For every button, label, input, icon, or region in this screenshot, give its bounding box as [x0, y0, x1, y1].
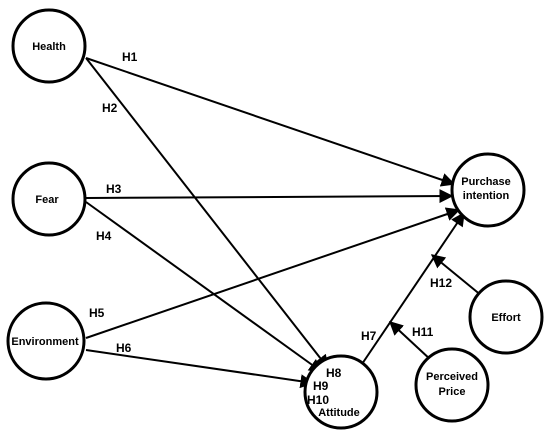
edge-label-h12: H12	[430, 276, 452, 290]
edge-label-h4: H4	[96, 229, 112, 243]
node-health-label: Health	[32, 41, 66, 53]
edge-h12	[430, 254, 483, 297]
node-effort: Effort	[468, 279, 544, 355]
edge-label-h1: H1	[122, 50, 138, 64]
node-perceived-price-label-line1: Perceived	[426, 371, 478, 383]
edge-label-h3: H3	[106, 182, 122, 196]
edges	[85, 57, 483, 389]
node-attitude-label: Attitude	[318, 407, 360, 419]
node-health: Health	[11, 8, 87, 84]
edge-labels: H1 H2 H3 H4 H5 H6 H7 H11 H12	[89, 50, 452, 355]
attitude-hypothesis-h8: H8	[326, 366, 342, 380]
edge-h2	[85, 57, 329, 370]
node-purchase-intention-shape	[450, 152, 526, 228]
edge-h6	[85, 349, 315, 389]
edge-h7	[361, 211, 465, 365]
node-attitude-shape	[303, 354, 379, 430]
edge-label-h2: H2	[102, 101, 118, 115]
edge-label-h5: H5	[89, 306, 105, 320]
node-environment: Environment	[6, 301, 86, 381]
node-perceived-price: Perceived Price	[414, 347, 490, 423]
node-effort-shape	[468, 279, 544, 355]
node-purchase-intention: Purchase intention	[450, 152, 526, 228]
node-purchase-intention-label-line2: intention	[463, 190, 510, 202]
edge-label-h6: H6	[116, 341, 132, 355]
edge-label-h7: H7	[361, 329, 377, 343]
node-fear: Fear	[11, 161, 87, 237]
attitude-hypothesis-h9: H9	[313, 379, 329, 393]
edge-label-h11: H11	[412, 325, 434, 339]
node-perceived-price-shape	[414, 347, 490, 423]
edge-h1	[85, 57, 456, 187]
attitude-hypothesis-h10: H10	[307, 393, 329, 407]
node-attitude: H8 H9 H10 Attitude	[303, 354, 379, 430]
edge-h4	[85, 201, 324, 373]
node-fear-label: Fear	[35, 194, 59, 206]
edge-h5	[85, 207, 461, 339]
node-fear-shape	[11, 161, 87, 237]
node-perceived-price-label-line2: Price	[439, 386, 466, 398]
node-environment-label: Environment	[11, 336, 79, 348]
node-effort-label: Effort	[491, 312, 521, 324]
node-purchase-intention-label-line1: Purchase	[461, 176, 511, 188]
edge-h3	[85, 189, 454, 204]
node-environment-shape	[6, 301, 86, 381]
node-health-shape	[11, 8, 87, 84]
edge-h11	[388, 321, 433, 362]
